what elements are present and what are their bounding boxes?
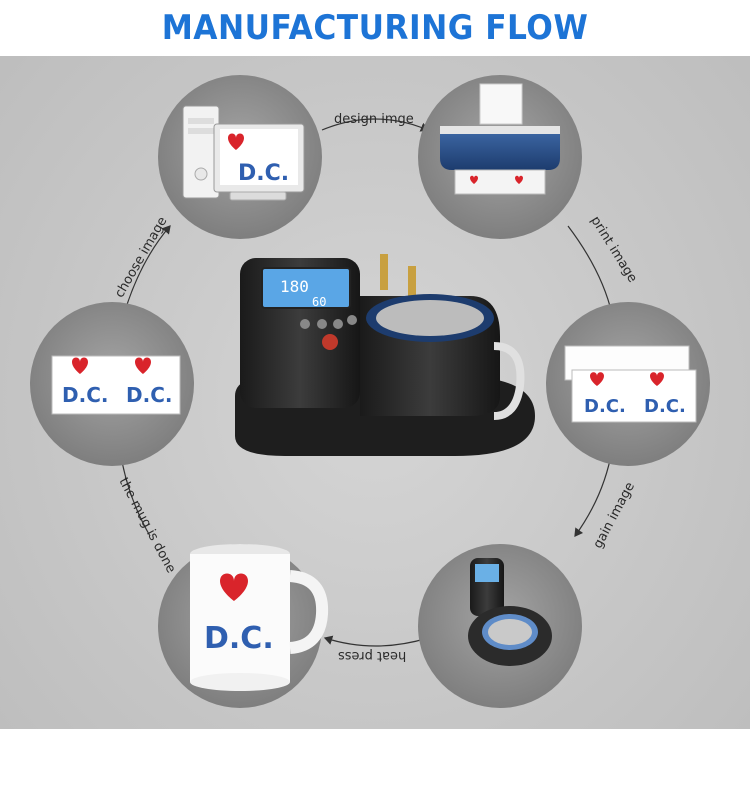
arrow-choose-to-design: [123, 225, 171, 315]
step-circle-press: [418, 544, 582, 708]
choose-image-sheet: D.C. D.C.: [51, 355, 181, 415]
step-circle-choose: D.C. D.C.: [30, 302, 194, 466]
page-title: MANUFACTURING FLOW: [30, 4, 720, 52]
svg-text:180: 180: [280, 277, 309, 296]
sheets-icon: D.C. D.C.: [564, 345, 697, 423]
arrow-press-to-done: [323, 635, 429, 647]
step-circle-computer: D.C.: [158, 75, 322, 239]
step-label-design: design imge: [334, 112, 414, 127]
mug-icon: D.C.: [190, 544, 329, 691]
svg-text:D.C.: D.C.: [204, 621, 274, 656]
printer-icon: [440, 83, 560, 195]
svg-text:60: 60: [312, 295, 326, 309]
svg-text:D.C.: D.C.: [62, 383, 108, 407]
svg-text:D.C.: D.C.: [584, 396, 626, 417]
press-machine-icon: [468, 558, 552, 666]
arrow-design-to-print: [321, 118, 430, 132]
svg-text:D.C.: D.C.: [126, 383, 172, 407]
svg-text:D.C.: D.C.: [238, 161, 289, 186]
flow-diagram: MANUFACTURING FLOW: [0, 0, 750, 729]
step-label-press: heat press: [338, 648, 407, 663]
step-circle-printer: [418, 75, 582, 239]
step-circle-sheets: D.C. D.C.: [546, 302, 710, 466]
computer-icon: D.C.: [182, 105, 305, 201]
center-press-machine: 180 60: [235, 254, 535, 456]
diagram-svg: D.C. D.C. D: [30, 75, 710, 708]
step-circle-mug: D.C.: [158, 544, 329, 708]
svg-text:D.C.: D.C.: [644, 396, 686, 417]
